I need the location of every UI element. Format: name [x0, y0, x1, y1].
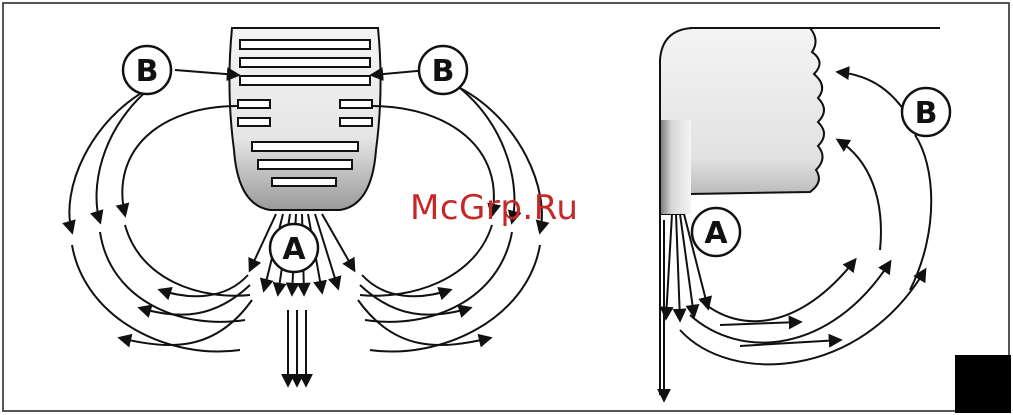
- outflow-arrow-right-3: [358, 300, 490, 345]
- label-a-left: A: [282, 232, 306, 267]
- label-b-left: B: [136, 54, 159, 89]
- outlet-line-right-2: [676, 214, 680, 320]
- outflow-curve-left-2: [100, 232, 245, 322]
- outlet-line-right-1: [666, 214, 672, 318]
- return-flow-inner: [838, 140, 881, 250]
- floor-flow-1: [700, 260, 855, 321]
- unit-shadow: [661, 120, 691, 214]
- watermark: McGrp.Ru: [410, 188, 578, 228]
- outflow-arrow-left-3: [120, 300, 252, 345]
- floor-flow-3: [680, 270, 925, 364]
- label-b-right: B: [432, 54, 455, 89]
- floor-flow-2: [690, 262, 890, 343]
- outflow-curve-right-2: [365, 232, 512, 322]
- outlet-line-a-8: [322, 214, 354, 270]
- outflow-curve-left-3: [125, 225, 250, 296]
- outflow-curve-right-3: [360, 225, 492, 296]
- return-flow-left-3: [122, 106, 238, 215]
- label-b-right-panel: B: [915, 96, 938, 131]
- outflow-curve-left-1: [72, 245, 240, 352]
- return-loop-outer: [910, 135, 931, 290]
- floor-arrow-1: [720, 322, 800, 325]
- return-flow-left-1: [69, 88, 150, 232]
- outflow-arrow-right-2: [360, 285, 470, 315]
- corner-mark: [955, 355, 1011, 413]
- label-a-right-panel: A: [704, 216, 728, 251]
